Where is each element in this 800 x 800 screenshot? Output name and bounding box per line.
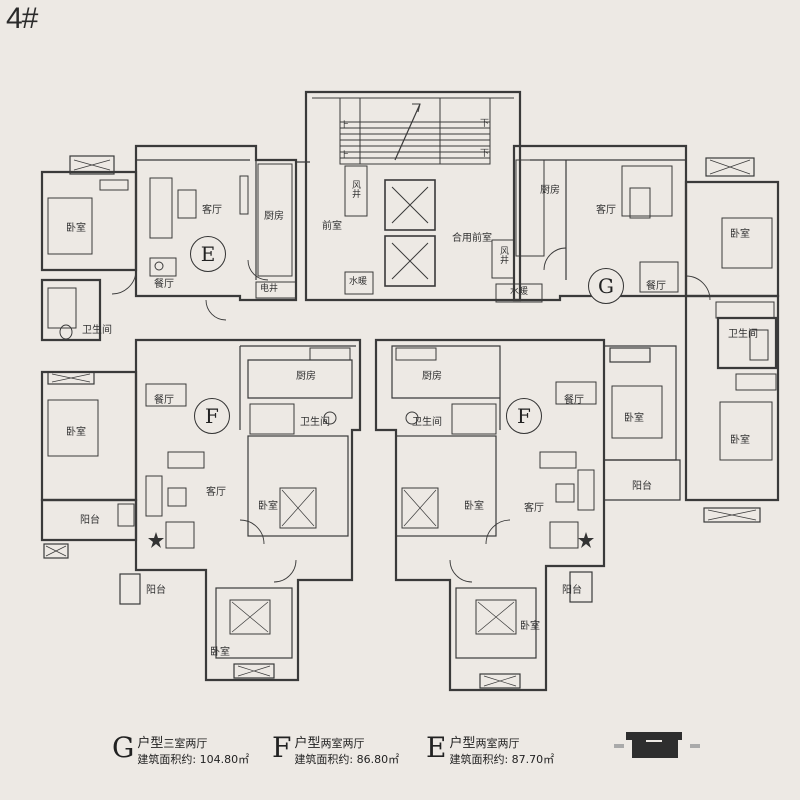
stair-down-right: 下 bbox=[480, 119, 490, 129]
legend-g-letter: G bbox=[112, 731, 135, 764]
unit-e-bedroom bbox=[40, 170, 138, 272]
stair-down-right-2: 下 bbox=[480, 149, 490, 159]
shared-lobby-label: 合用前室 bbox=[452, 233, 492, 244]
unit-f-right-dining-label: 餐厅 bbox=[564, 395, 584, 406]
unit-f-right-bedroom-2-label: 卧室 bbox=[520, 621, 540, 632]
unit-g-badge: G bbox=[588, 268, 624, 304]
unit-e-kitchen-label: 厨房 bbox=[264, 211, 284, 222]
unit-e-dining-label: 餐厅 bbox=[154, 279, 174, 290]
unit-g-bathroom-label: 卫生间 bbox=[728, 329, 758, 340]
air-shaft-left-label: 风井 bbox=[350, 180, 360, 198]
left-bedroom-label: 卧室 bbox=[66, 427, 86, 438]
unit-f-left-kitchen-label: 厨房 bbox=[296, 371, 316, 382]
legend-e-area: 87.70㎡ bbox=[511, 753, 555, 766]
unit-f-right-master-label: 卧室 bbox=[624, 413, 644, 424]
elevator-2 bbox=[384, 235, 436, 287]
unit-f-right-badge: F bbox=[506, 398, 542, 434]
legend-e-area-label: 建筑面积约: bbox=[449, 753, 509, 766]
hot-water-shaft-right-label: 水暖 bbox=[510, 287, 529, 297]
legend-f-type: 户型 bbox=[294, 736, 321, 751]
stair-up-left-2: 上 bbox=[340, 151, 350, 161]
unit-f-left-bedroom-label: 卧室 bbox=[258, 501, 278, 512]
unit-e-bathroom-label: 卫生间 bbox=[82, 325, 112, 336]
unit-f-right-outline bbox=[374, 338, 606, 692]
unit-f-right-balcony-label: 阳台 bbox=[562, 585, 582, 596]
site-plan-icon bbox=[614, 732, 700, 758]
stair-hall-label: 前室 bbox=[322, 221, 342, 232]
stair-up-left: 上 bbox=[340, 121, 350, 131]
unit-f-right-kitchen-label: 厨房 bbox=[422, 371, 442, 382]
legend-g: G 户型三室两厅 建筑面积约: 104.80㎡ bbox=[112, 733, 249, 773]
unit-f-right-balcony-2-label: 阳台 bbox=[632, 481, 652, 492]
unit-f-left-living-label: 客厅 bbox=[206, 487, 226, 498]
unit-f-left-outline bbox=[134, 338, 362, 682]
legend-f-area: 86.80㎡ bbox=[356, 753, 400, 766]
stairwell bbox=[339, 97, 491, 165]
unit-f-left-dining-label: 餐厅 bbox=[154, 395, 174, 406]
unit-g-dining-label: 餐厅 bbox=[646, 281, 666, 292]
legend-e: E 户型两室两厅 建筑面积约: 87.70㎡ bbox=[426, 733, 554, 773]
legend-g-area-label: 建筑面积约: bbox=[137, 753, 197, 766]
unit-f-left-badge: F bbox=[194, 398, 230, 434]
legend-e-letter: E bbox=[426, 731, 447, 764]
elevator-1 bbox=[384, 179, 436, 231]
unit-f-right-bedroom-label: 卧室 bbox=[464, 501, 484, 512]
legend-e-type: 户型 bbox=[449, 736, 476, 751]
unit-e-bedroom-label: 卧室 bbox=[66, 223, 86, 234]
legend-f-rooms: 两室两厅 bbox=[320, 737, 365, 750]
air-shaft-right-label: 风井 bbox=[498, 246, 508, 264]
unit-f-right-living-label: 客厅 bbox=[524, 503, 544, 514]
legend-g-rooms: 三室两厅 bbox=[163, 737, 208, 750]
left-balcony-label: 阳台 bbox=[80, 515, 100, 526]
hot-water-shaft-left-label: 水暖 bbox=[349, 277, 368, 287]
electrical-shaft-label: 电井 bbox=[260, 284, 279, 294]
unit-g-bathroom bbox=[716, 316, 778, 370]
unit-g-bedroom-2-label: 卧室 bbox=[730, 435, 750, 446]
legend-f: F 户型两室两厅 建筑面积约: 86.80㎡ bbox=[272, 733, 399, 773]
legend-g-type: 户型 bbox=[137, 736, 164, 751]
unit-e-badge: E bbox=[190, 236, 226, 272]
unit-e-outline bbox=[134, 144, 298, 302]
unit-f-left-balcony-label: 阳台 bbox=[146, 585, 166, 596]
unit-f-right-bathroom-label: 卫生间 bbox=[412, 417, 442, 428]
building-number: 4# bbox=[6, 2, 38, 35]
unit-g-living-label: 客厅 bbox=[596, 205, 616, 216]
legend-f-area-label: 建筑面积约: bbox=[294, 753, 354, 766]
legend-g-area: 104.80㎡ bbox=[199, 753, 250, 766]
unit-e-living-label: 客厅 bbox=[202, 205, 222, 216]
legend-f-letter: F bbox=[272, 731, 292, 764]
unit-g-outline bbox=[512, 144, 688, 302]
unit-e-bathroom bbox=[40, 278, 102, 342]
unit-g-kitchen-label: 厨房 bbox=[540, 185, 560, 196]
legend-e-rooms: 两室两厅 bbox=[475, 737, 520, 750]
unit-f-left-bedroom-2-label: 卧室 bbox=[210, 647, 230, 658]
unit-g-bedroom-label: 卧室 bbox=[730, 229, 750, 240]
unit-f-left-bathroom-label: 卫生间 bbox=[300, 417, 330, 428]
